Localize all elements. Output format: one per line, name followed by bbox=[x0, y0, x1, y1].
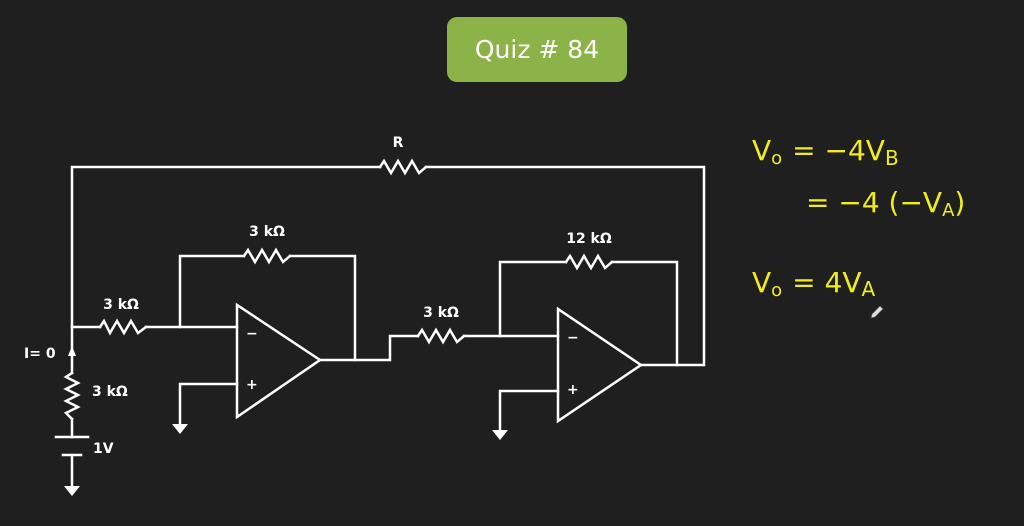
resistor-feedback-2 bbox=[564, 253, 614, 271]
opamp-1-ground-wire bbox=[178, 382, 239, 426]
ground-symbol-opamp-2 bbox=[492, 430, 508, 440]
pencil-cursor-icon bbox=[870, 305, 884, 319]
current-arrow bbox=[68, 346, 76, 356]
resistor-r-feedback bbox=[378, 158, 428, 176]
opamp-1-minus: − bbox=[246, 326, 258, 342]
resistor-input-2 bbox=[416, 327, 466, 345]
interstage-wire bbox=[318, 334, 560, 362]
label-source: 1V bbox=[93, 441, 114, 457]
opamp-2-ground-wire bbox=[498, 389, 560, 432]
resistor-input-1 bbox=[98, 318, 148, 336]
label-r-feedback-1: 3 kΩ bbox=[249, 224, 285, 240]
opamp-1 bbox=[235, 302, 323, 420]
opamp-2-plus: + bbox=[567, 382, 579, 398]
note-line-2: = −4 (−VA) bbox=[806, 186, 965, 221]
ground-symbol-left bbox=[64, 486, 80, 496]
opamp-2-minus: − bbox=[567, 330, 579, 346]
ground-symbol-opamp-1 bbox=[172, 424, 188, 434]
quiz-title: Quiz # 84 bbox=[474, 35, 600, 64]
feedback-wire bbox=[70, 165, 706, 367]
quiz-title-badge: Quiz # 84 bbox=[447, 17, 627, 82]
feedback-2-wire bbox=[498, 260, 679, 367]
note-line-1: Vo= −4VB bbox=[752, 134, 899, 170]
opamp-2 bbox=[556, 306, 644, 424]
label-r-feedback-2: 12 kΩ bbox=[566, 231, 612, 247]
label-r-input-1: 3 kΩ bbox=[103, 297, 139, 313]
label-r-ground: 3 kΩ bbox=[92, 384, 128, 400]
opamp-1-plus: + bbox=[246, 377, 258, 393]
resistor-ground bbox=[63, 371, 81, 421]
feedback-1-wire bbox=[178, 254, 357, 362]
label-r-feedback: R bbox=[393, 135, 404, 151]
label-current: I= 0 bbox=[24, 346, 56, 362]
handwritten-notes: Vo= −4VB = −4 (−VA) Vo= 4VA bbox=[752, 134, 965, 301]
resistor-feedback-1 bbox=[242, 247, 292, 265]
note-line-3: Vo= 4VA bbox=[752, 266, 876, 301]
label-r-input-2: 3 kΩ bbox=[423, 305, 459, 321]
